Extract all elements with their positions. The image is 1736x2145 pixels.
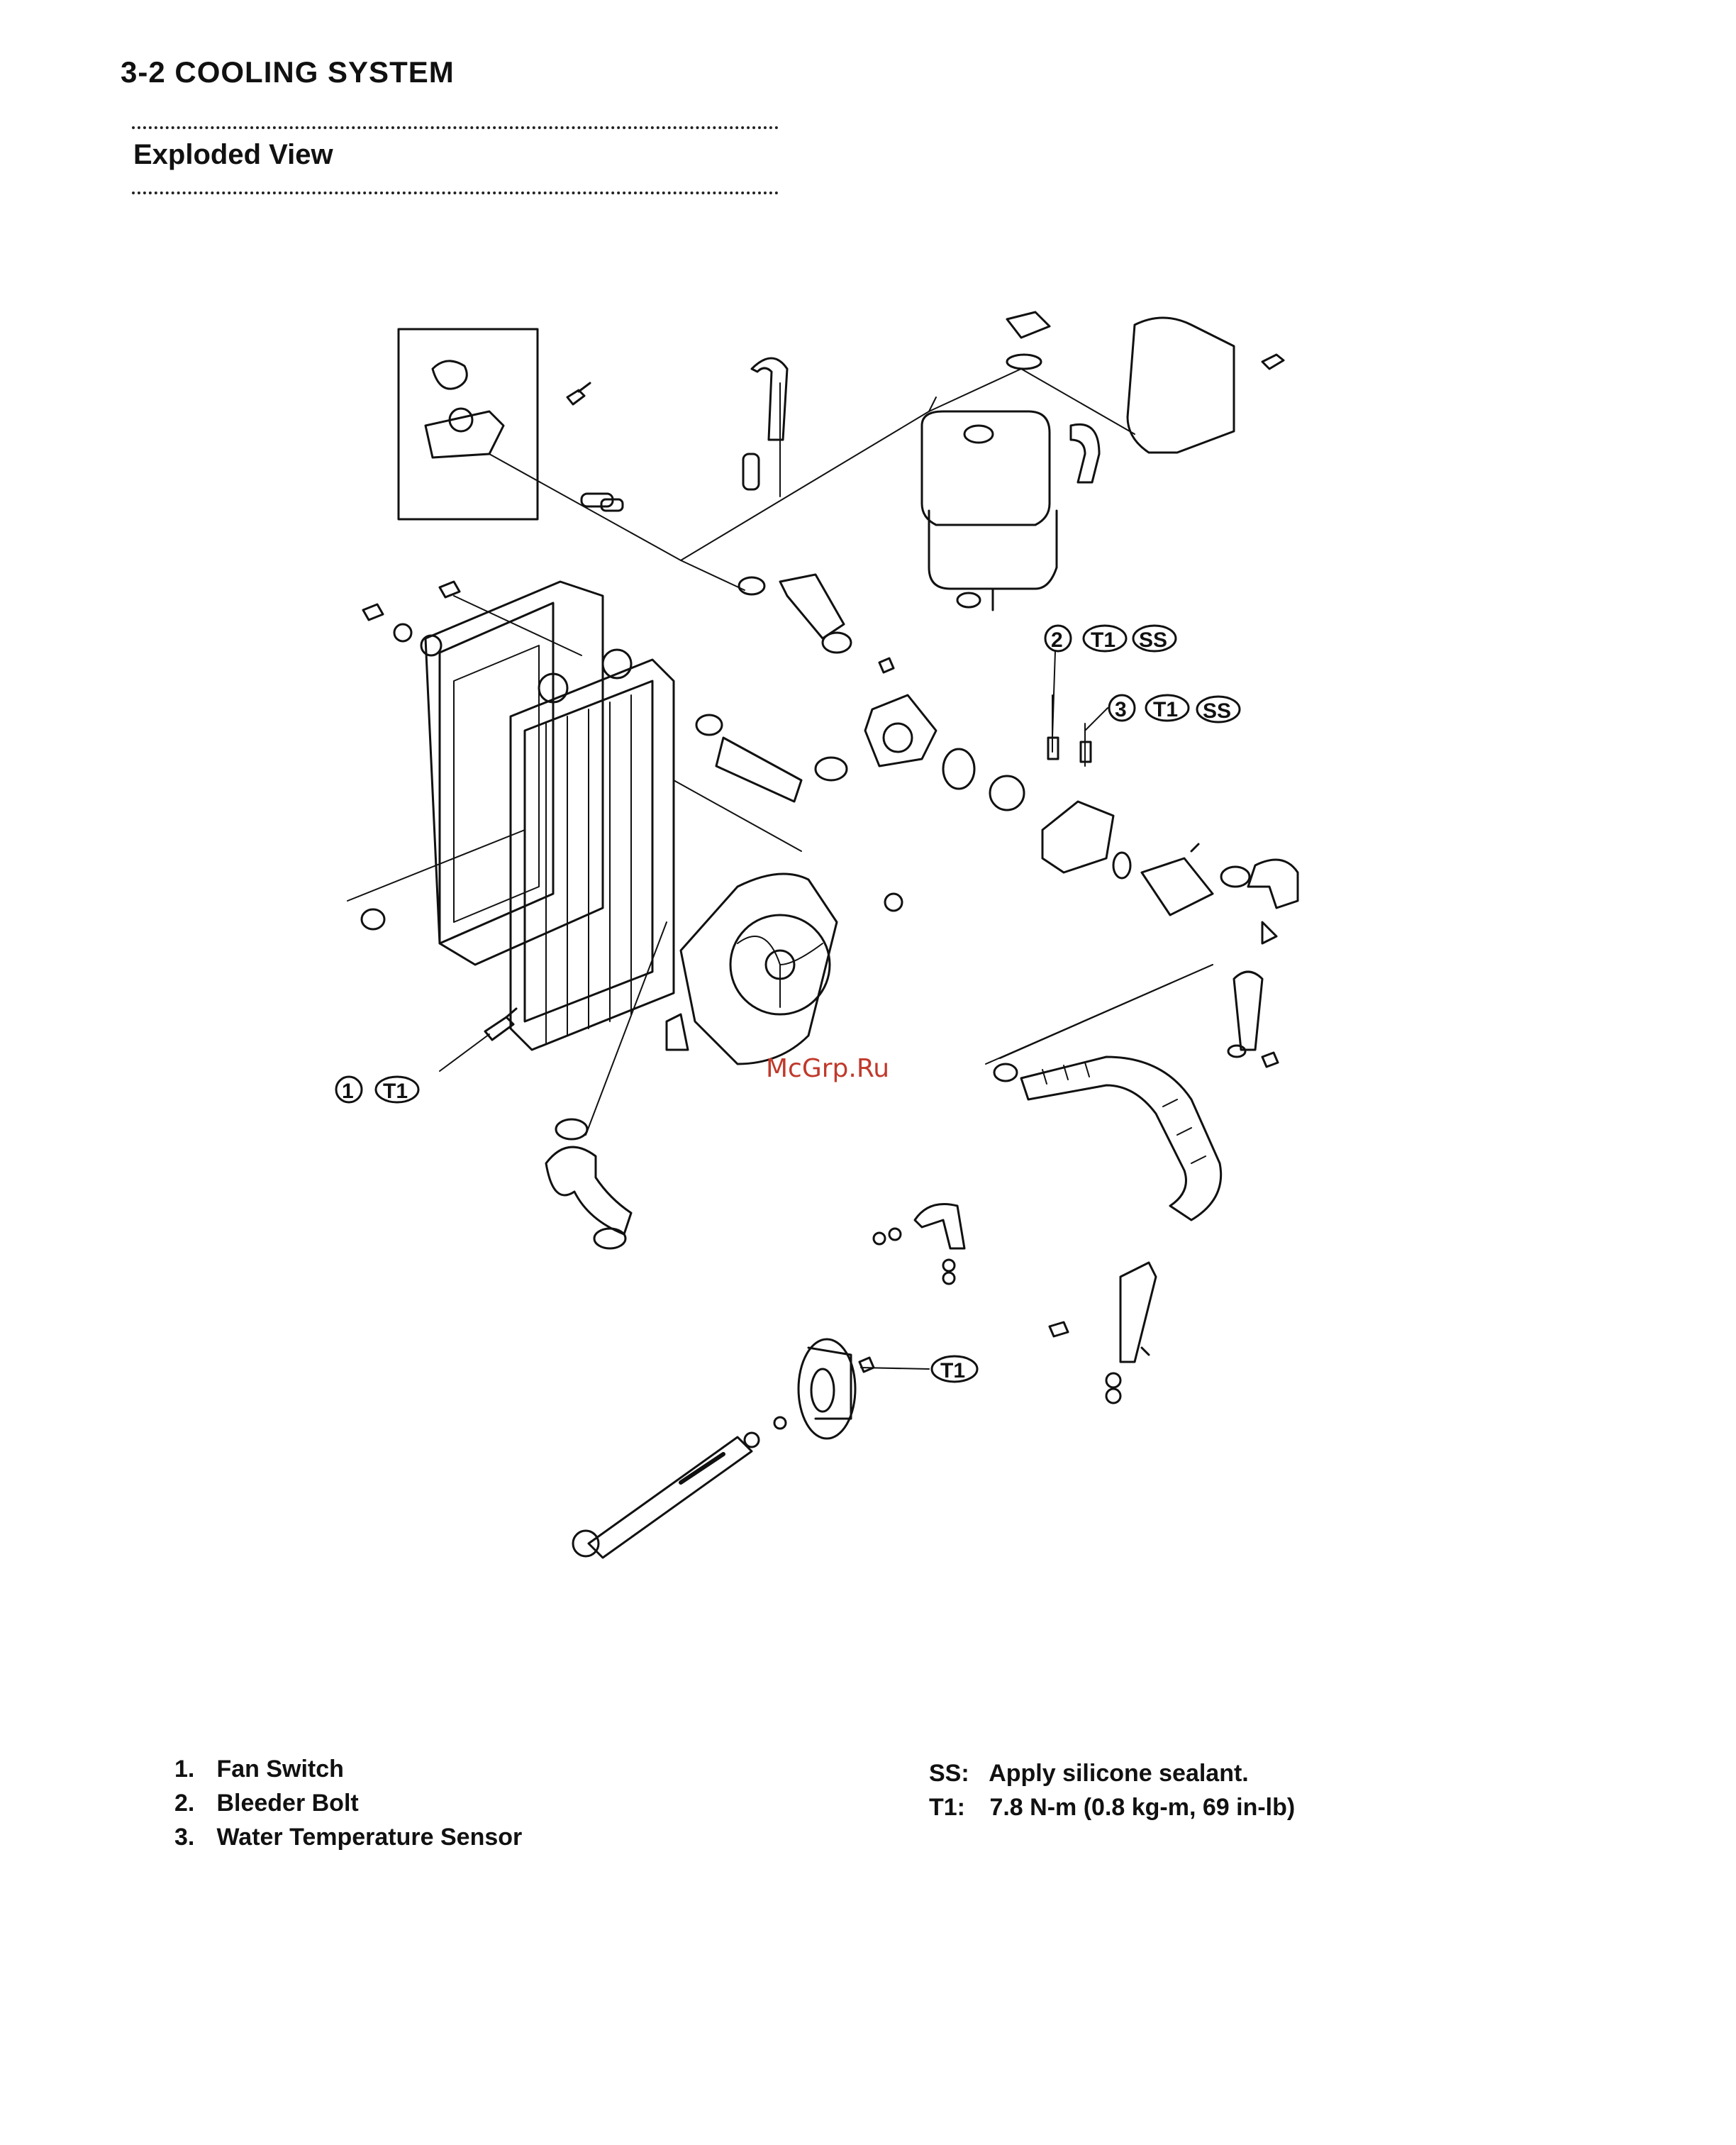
radiator-upper-hose — [696, 575, 851, 802]
radiator-mount-bolts — [362, 582, 460, 929]
legend-item: 2. Bleeder Bolt — [174, 1786, 522, 1820]
legend-item: 3. Water Temperature Sensor — [174, 1820, 522, 1854]
legend-number: 1. — [174, 1752, 210, 1786]
lower-hose-right — [1228, 972, 1278, 1067]
callout-torque-code: T1 — [1153, 698, 1178, 721]
note-text: 7.8 N-m (0.8 kg-m, 69 in-lb) — [989, 1794, 1295, 1821]
callout-sealant-code: SS — [1203, 699, 1231, 723]
water-pump — [774, 1339, 874, 1439]
callout-number: 3 — [1115, 698, 1127, 721]
reservoir-cover — [1128, 318, 1284, 453]
thermostat-housing — [865, 658, 1024, 810]
legend-item: 1. Fan Switch — [174, 1752, 522, 1786]
cap-bolt — [567, 383, 590, 404]
legend-label: Bleeder Bolt — [216, 1790, 358, 1817]
fan-switch — [440, 1009, 516, 1071]
legend-note: T1: 7.8 N-m (0.8 kg-m, 69 in-lb) — [929, 1790, 1295, 1824]
legend-label: Water Temperature Sensor — [216, 1824, 522, 1851]
callout-number: 2 — [1051, 628, 1063, 652]
coolant-reservoir — [922, 312, 1057, 610]
water-outlet-body — [1042, 695, 1298, 943]
notes-legend: SS: Apply silicone sealant. T1: 7.8 N-m … — [929, 1756, 1295, 1824]
watermark: McGrp.Ru — [766, 1054, 889, 1083]
radiator-fan-assembly — [667, 874, 902, 1064]
radiator-leaders — [347, 596, 801, 1135]
callout-torque-code: T1 — [1091, 628, 1115, 652]
callout-water-pump: T1 — [932, 1356, 977, 1382]
radiator-lower-hose — [546, 1119, 631, 1248]
pump-inlet-elbow — [874, 1204, 964, 1285]
note-key: T1: — [929, 1790, 983, 1824]
legend-number: 2. — [174, 1786, 210, 1820]
corrugated-hose — [986, 965, 1221, 1220]
overflow-hose-right — [1071, 424, 1099, 482]
legend-label: Fan Switch — [216, 1756, 343, 1783]
pump-drive-shaft — [573, 1368, 929, 1558]
callout-fan-switch: 1 T1 — [336, 1077, 418, 1103]
callout-torque-code: T1 — [940, 1359, 965, 1382]
note-text: Apply silicone sealant. — [989, 1760, 1249, 1787]
note-key: SS: — [929, 1756, 983, 1790]
legend-note: SS: Apply silicone sealant. — [929, 1756, 1295, 1790]
callout-number: 1 — [342, 1080, 354, 1103]
parts-legend: 1. Fan Switch 2. Bleeder Bolt 3. Water T… — [174, 1752, 522, 1854]
radiator-cap-inset — [399, 329, 538, 519]
radiator-shroud — [425, 582, 603, 965]
lower-outlet-pipe — [1050, 1263, 1156, 1403]
legend-number: 3. — [174, 1820, 210, 1854]
radiator-core — [511, 650, 674, 1050]
callout-sealant-code: SS — [1139, 628, 1167, 652]
callout-torque-code: T1 — [383, 1080, 408, 1103]
overflow-hose-leaders — [489, 369, 1135, 590]
callout-temp-sensor: 3 T1 SS — [1085, 695, 1240, 731]
